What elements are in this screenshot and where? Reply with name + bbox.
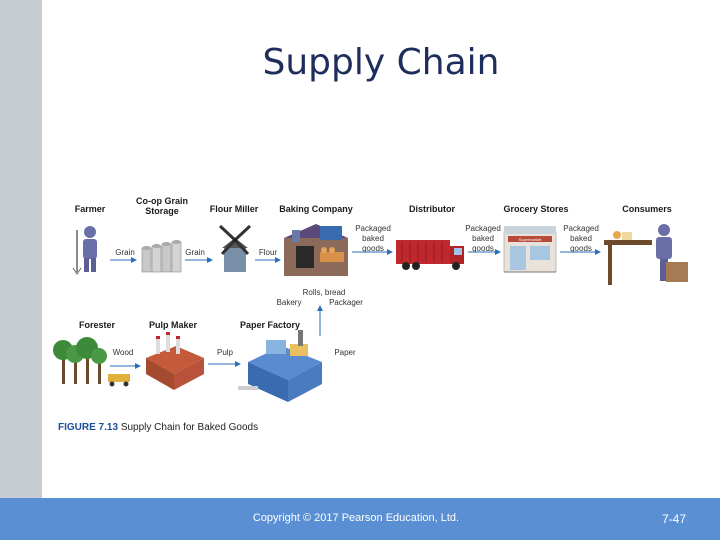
stage-baking-company: Baking Company	[279, 204, 353, 214]
flow-rolls-bread: Rolls, bread	[302, 288, 346, 297]
flow-flour: Flour	[258, 248, 278, 257]
stage-farmer: Farmer	[74, 204, 106, 214]
flow-pulp: Pulp	[216, 348, 233, 357]
figure-caption: FIGURE 7.13 Supply Chain for Baked Goods	[58, 422, 258, 433]
stage-forester: Forester	[78, 320, 115, 330]
delivery-truck-icon	[396, 240, 464, 270]
flow-grain-1: Grain	[115, 248, 135, 257]
bakery-factory-icon	[284, 224, 348, 276]
flow-wood: Wood	[112, 348, 134, 357]
supply-chain-figure: Supermarket	[52, 190, 712, 440]
pulp-mill-icon	[146, 332, 204, 390]
consumer-at-table-icon	[604, 224, 688, 285]
paper-factory-icon	[238, 330, 322, 402]
stage-pulp-maker: Pulp Maker	[148, 320, 197, 330]
grocery-store-icon	[503, 226, 557, 273]
left-sidebar-band	[0, 0, 42, 498]
stage-grocery-stores: Grocery Stores	[503, 204, 569, 214]
flow-packaged-goods-2: Packaged baked goods	[465, 224, 501, 253]
flow-packaged-goods-1: Packaged baked goods	[355, 224, 391, 253]
flow-packager: Packager	[329, 298, 363, 307]
flow-packaged-goods-3: Packaged baked goods	[563, 224, 599, 253]
farmer-icon	[72, 226, 97, 275]
stage-distributor: Distributor	[409, 204, 455, 214]
store-sign: Supermarket	[519, 237, 543, 242]
windmill-icon	[218, 224, 252, 272]
stage-paper-factory: Paper Factory	[239, 320, 301, 330]
stage-flour-miller: Flour Miller	[209, 204, 259, 214]
caption-text: Supply Chain for Baked Goods	[120, 422, 259, 433]
caption-label: FIGURE 7.13	[58, 422, 119, 433]
grain-silos-icon	[141, 240, 182, 273]
flow-grain-2: Grain	[185, 248, 205, 257]
page-number: 7-47	[661, 512, 686, 526]
supply-chain-illustration: Supermarket	[53, 224, 688, 402]
slide-footer: Copyright © 2017 Pearson Education, Ltd.…	[0, 498, 720, 540]
forest-trees-icon	[53, 337, 130, 387]
stage-consumers: Consumers	[622, 204, 672, 214]
copyright-text: Copyright © 2017 Pearson Education, Ltd.	[252, 512, 460, 524]
flow-paper: Paper	[334, 348, 356, 357]
slide-title: Supply Chain	[262, 42, 500, 83]
stage-coop-grain-storage: Co-op Grain Storage	[136, 196, 188, 216]
flow-bakery: Bakery	[276, 298, 302, 307]
